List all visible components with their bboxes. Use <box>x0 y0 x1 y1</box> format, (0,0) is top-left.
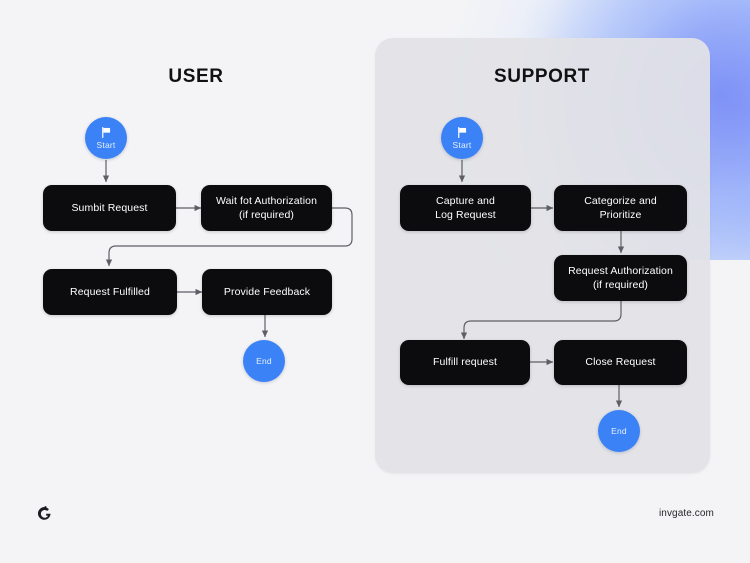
node-label-line-1: Categorize and <box>584 194 657 207</box>
terminator-user-end[interactable]: End <box>243 340 285 382</box>
node-categorize-and-prioritize[interactable]: Categorize and Prioritize <box>554 185 687 231</box>
terminator-label: End <box>611 426 627 436</box>
node-label-line-1: Request Authorization <box>568 264 673 277</box>
lane-title-user: USER <box>168 66 224 87</box>
terminator-support-end[interactable]: End <box>598 410 640 452</box>
node-fulfill-request[interactable]: Fulfill request <box>400 340 530 385</box>
node-request-fulfilled[interactable]: Request Fulfilled <box>43 269 177 315</box>
flag-icon <box>456 126 469 139</box>
flag-icon <box>100 126 113 139</box>
terminator-support-start[interactable]: Start <box>441 117 483 159</box>
node-label-line-2: Prioritize <box>599 209 642 221</box>
node-request-authorization[interactable]: Request Authorization (if required) <box>554 255 687 301</box>
node-provide-feedback[interactable]: Provide Feedback <box>202 269 332 315</box>
node-label-line-2: Log Request <box>435 209 496 221</box>
terminator-user-start[interactable]: Start <box>85 117 127 159</box>
node-label: Sumbit Request <box>71 201 148 214</box>
footer-website-url: invgate.com <box>658 508 714 519</box>
terminator-label: Start <box>96 140 116 150</box>
node-label: Close Request <box>585 356 656 369</box>
node-capture-and-log-request[interactable]: Capture and Log Request <box>400 185 531 231</box>
terminator-label: End <box>256 356 272 366</box>
invgate-logo-icon <box>36 505 54 523</box>
node-label-line-1: Capture and <box>436 194 495 207</box>
node-label: Fulfill request <box>433 356 497 369</box>
node-label: Request Fulfilled <box>70 285 150 298</box>
node-submit-request[interactable]: Sumbit Request <box>43 185 176 231</box>
node-wait-for-authorization[interactable]: Wait fot Authorization (if required) <box>201 185 332 231</box>
lane-title-support: SUPPORT <box>493 66 591 87</box>
node-label: Provide Feedback <box>223 285 311 298</box>
node-label-line-1: Wait fot Authorization <box>215 194 318 207</box>
node-close-request[interactable]: Close Request <box>554 340 687 385</box>
terminator-label: Start <box>452 140 472 150</box>
node-label-line-2: (if required) <box>593 279 648 291</box>
node-label-line-2: (if required) <box>239 209 294 221</box>
